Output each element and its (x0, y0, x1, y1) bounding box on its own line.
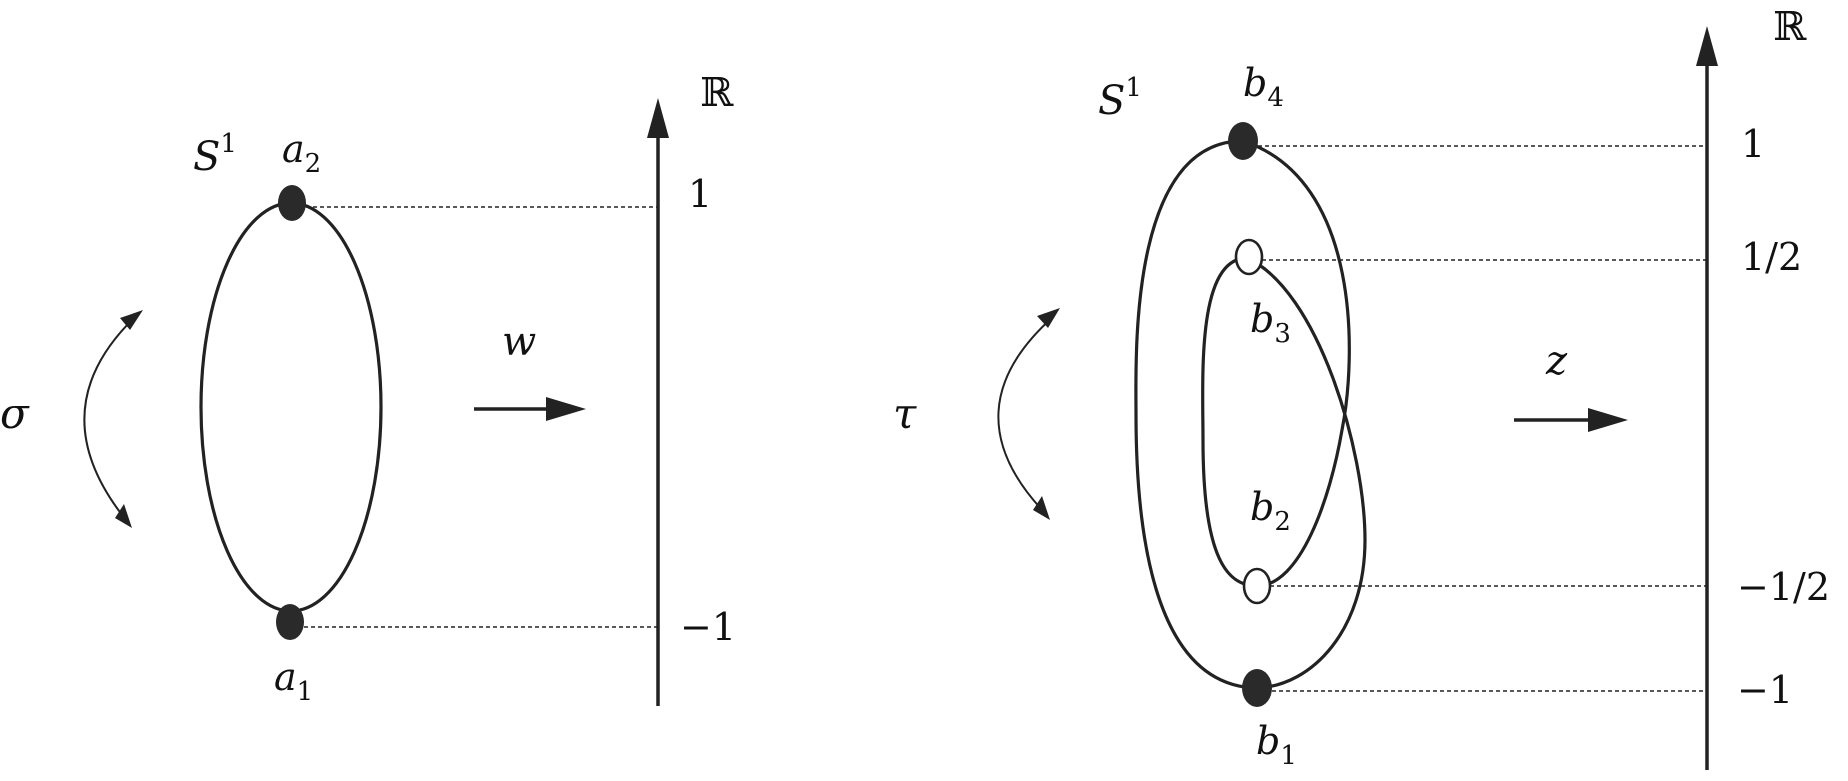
point-b2 (1242, 567, 1272, 605)
tick-minus-half: −1/2 (1737, 565, 1830, 609)
label-sigma: σ (0, 389, 30, 438)
arrow-right-icon (1588, 408, 1628, 432)
tick-1: 1 (688, 172, 712, 216)
left-axis-label: ℝ (700, 70, 734, 116)
label-a1: a1 (274, 655, 313, 707)
arrowhead-icon (120, 310, 143, 330)
arrow-up-icon (647, 98, 669, 138)
point-a2 (278, 185, 306, 221)
point-b1 (1242, 669, 1272, 707)
arrowhead-icon (115, 504, 132, 528)
left-panel: S1 a2 a1 σ w ℝ 1 −1 (0, 70, 736, 707)
right-panel: S1 b4 b3 b2 b1 τ z ℝ 1 1/2 −1/2 −1 (893, 4, 1830, 771)
label-b1: b1 (1256, 719, 1297, 771)
tick-minus-1: −1 (1737, 668, 1793, 712)
arrow-right-icon (546, 397, 586, 421)
label-z: z (1545, 338, 1568, 384)
point-b4 (1228, 122, 1258, 160)
label-b4: b4 (1243, 61, 1284, 113)
label-w: w (502, 319, 536, 365)
arrow-up-icon (1696, 26, 1718, 66)
left-circle-label: S1 (193, 129, 237, 180)
left-involution-arc (83, 315, 137, 521)
right-circle-label: S1 (1098, 73, 1142, 124)
point-b3 (1234, 238, 1264, 276)
tick-half: 1/2 (1741, 235, 1802, 279)
right-involution-arc (997, 315, 1055, 513)
arrowhead-icon (1033, 496, 1050, 520)
label-b3: b3 (1250, 297, 1291, 349)
label-b2: b2 (1250, 485, 1291, 537)
tick-minus-1: −1 (680, 605, 736, 649)
tick-1: 1 (1741, 122, 1765, 166)
point-a1 (276, 604, 304, 640)
left-circle (199, 201, 383, 613)
right-curve (1134, 139, 1367, 690)
label-tau: τ (893, 389, 917, 438)
label-a2: a2 (282, 127, 321, 179)
right-axis-label: ℝ (1773, 4, 1807, 50)
arrowhead-icon (1037, 308, 1060, 328)
